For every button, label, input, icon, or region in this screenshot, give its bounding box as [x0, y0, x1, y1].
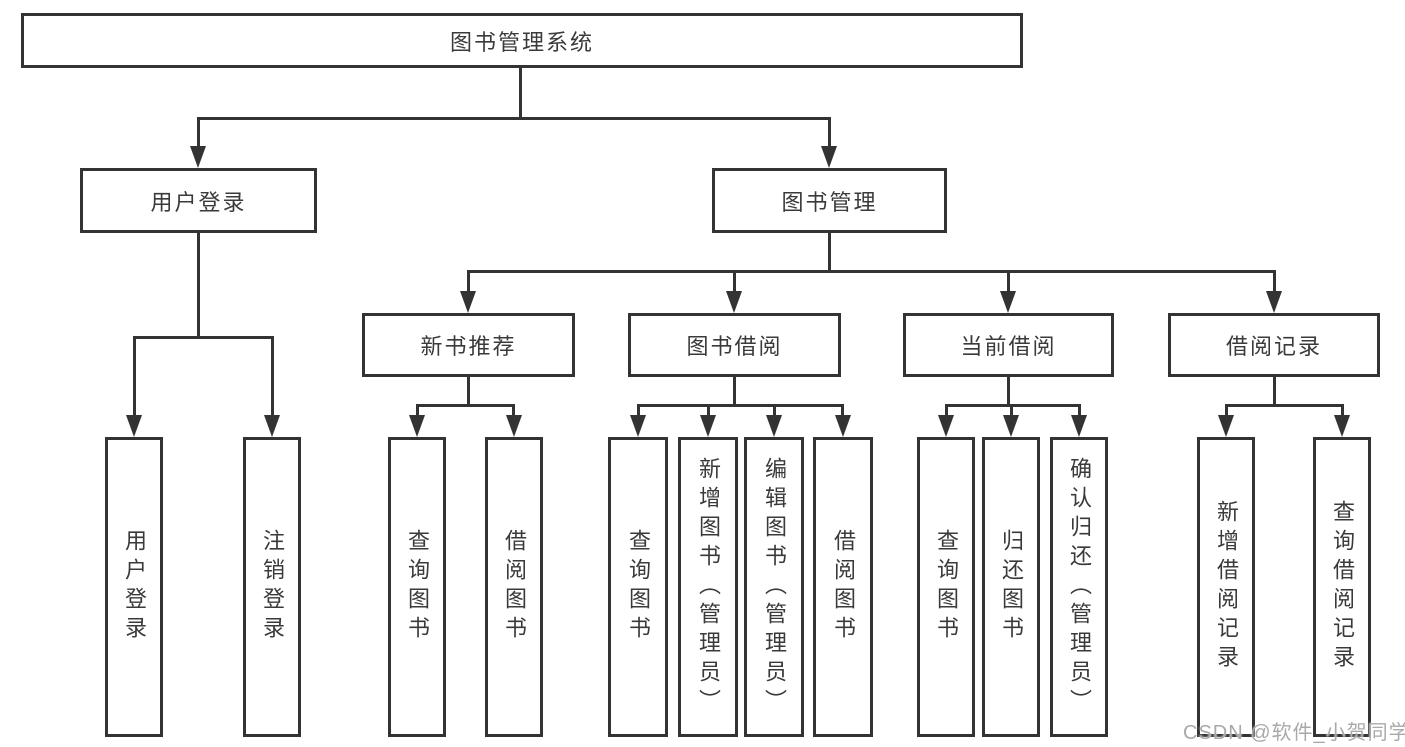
connector-borrow-record-horizontal [1225, 404, 1342, 407]
arrow-to-leaf-borrow-book-2 [835, 415, 851, 437]
arrow-to-leaf-logout [264, 415, 280, 437]
connector-stem-leaf-query-book-2 [637, 404, 640, 416]
leaf-confirm-return-admin-label: 确认归还（管理员） [1067, 456, 1092, 718]
leaf-query-book-1: 查询图书 [388, 437, 446, 737]
connector-stem-book-borrow [733, 270, 736, 292]
arrow-to-user-login [190, 146, 206, 168]
arrow-to-leaf-borrow-book-1 [506, 415, 522, 437]
node-new-book-rec-label: 新书推荐 [420, 334, 517, 359]
node-borrow-record-label: 借阅记录 [1225, 334, 1322, 359]
connector-borrow-record-trunk [1273, 377, 1276, 406]
connector-stem-leaf-borrow-book-1 [512, 404, 515, 416]
leaf-query-book-2: 查询图书 [608, 437, 668, 737]
leaf-query-book-2-label: 查询图书 [626, 529, 651, 645]
connector-stem-leaf-add-book [707, 404, 710, 416]
arrow-to-leaf-query-record [1334, 415, 1350, 437]
connector-stem-leaf-confirm-return [1078, 404, 1081, 416]
leaf-return-book-label: 归还图书 [999, 529, 1024, 645]
leaf-logout: 注销登录 [243, 437, 301, 737]
connector-stem-book-mgmt [828, 117, 831, 147]
leaf-borrow-book-2-label: 借阅图书 [831, 529, 856, 645]
arrow-to-new-book-rec [460, 291, 476, 313]
arrow-to-book-borrow [726, 291, 742, 313]
leaf-add-book-admin: 新增图书（管理员） [678, 437, 738, 737]
node-book-mgmt: 图书管理 [712, 168, 947, 233]
connector-book-mgmt-trunk [828, 233, 831, 272]
node-book-borrow: 图书借阅 [628, 313, 841, 377]
leaf-logout-label: 注销登录 [260, 529, 285, 645]
node-root: 图书管理系统 [21, 13, 1023, 68]
connector-user-login-horizontal [133, 336, 274, 339]
leaf-user-login-label: 用户登录 [122, 529, 147, 645]
connector-stem-leaf-user-login [133, 336, 136, 416]
arrow-to-leaf-confirm-return [1071, 415, 1087, 437]
connector-stem-leaf-return-book [1010, 404, 1013, 416]
connector-book-borrow-horizontal [637, 404, 844, 407]
arrow-to-leaf-query-book-3 [938, 415, 954, 437]
leaf-add-borrow-record: 新增借阅记录 [1197, 437, 1255, 737]
connector-user-login-trunk [197, 233, 200, 338]
connector-current-borrow-trunk [1007, 377, 1010, 406]
connector-stem-leaf-query-book-1 [416, 404, 419, 416]
arrow-to-leaf-return-book [1003, 415, 1019, 437]
leaf-query-book-1-label: 查询图书 [405, 529, 430, 645]
node-current-borrow: 当前借阅 [903, 313, 1114, 377]
connector-stem-leaf-edit-book [773, 404, 776, 416]
connector-stem-new-book-rec [467, 270, 470, 292]
leaf-query-borrow-record: 查询借阅记录 [1313, 437, 1371, 737]
connector-book-borrow-trunk [733, 377, 736, 406]
connector-stem-leaf-logout [271, 336, 274, 416]
leaf-add-book-admin-label: 新增图书（管理员） [696, 456, 721, 718]
leaf-edit-book-admin-label: 编辑图书（管理员） [762, 456, 787, 718]
leaf-query-book-3: 查询图书 [917, 437, 975, 737]
node-book-mgmt-label: 图书管理 [781, 189, 878, 215]
leaf-query-book-3-label: 查询图书 [934, 529, 959, 645]
arrow-to-book-mgmt [821, 146, 837, 168]
connector-stem-leaf-add-record [1225, 404, 1228, 416]
node-book-borrow-label: 图书借阅 [686, 334, 783, 359]
arrow-to-leaf-query-book-2 [630, 415, 646, 437]
arrow-to-leaf-user-login [126, 415, 142, 437]
connector-stem-leaf-query-record [1341, 404, 1344, 416]
leaf-confirm-return-admin: 确认归还（管理员） [1050, 437, 1108, 737]
connector-new-book-rec-trunk [467, 377, 470, 406]
leaf-return-book: 归还图书 [982, 437, 1040, 737]
node-borrow-record: 借阅记录 [1168, 313, 1380, 377]
arrow-to-leaf-query-book-1 [409, 415, 425, 437]
connector-root-trunk [519, 68, 522, 118]
leaf-query-borrow-record-label: 查询借阅记录 [1330, 500, 1355, 674]
node-root-label: 图书管理系统 [449, 29, 594, 55]
leaf-edit-book-admin: 编辑图书（管理员） [744, 437, 804, 737]
leaf-user-login: 用户登录 [105, 437, 163, 737]
leaf-borrow-book-1: 借阅图书 [485, 437, 543, 737]
connector-stem-current-borrow [1007, 270, 1010, 292]
connector-new-book-rec-horizontal [416, 404, 515, 407]
leaf-borrow-book-2: 借阅图书 [813, 437, 873, 737]
connector-stem-user-login [197, 117, 200, 147]
node-user-login: 用户登录 [80, 168, 317, 233]
arrow-to-leaf-edit-book [766, 415, 782, 437]
connector-stem-leaf-borrow-book-2 [841, 404, 844, 416]
connector-stem-borrow-record [1273, 270, 1276, 292]
connector-stem-leaf-query-book-3 [945, 404, 948, 416]
connector-root-horizontal [197, 117, 831, 120]
arrow-to-borrow-record [1266, 291, 1282, 313]
leaf-borrow-book-1-label: 借阅图书 [502, 529, 527, 645]
connector-book-mgmt-horizontal [467, 270, 1276, 273]
node-user-login-label: 用户登录 [150, 189, 247, 215]
node-current-borrow-label: 当前借阅 [960, 334, 1057, 359]
arrow-to-leaf-add-book [700, 415, 716, 437]
node-new-book-rec: 新书推荐 [362, 313, 575, 377]
arrow-to-leaf-add-record [1218, 415, 1234, 437]
leaf-add-borrow-record-label: 新增借阅记录 [1214, 500, 1239, 674]
watermark: CSDN @软件_小贺同学 [1183, 722, 1405, 744]
arrow-to-current-borrow [1000, 291, 1016, 313]
